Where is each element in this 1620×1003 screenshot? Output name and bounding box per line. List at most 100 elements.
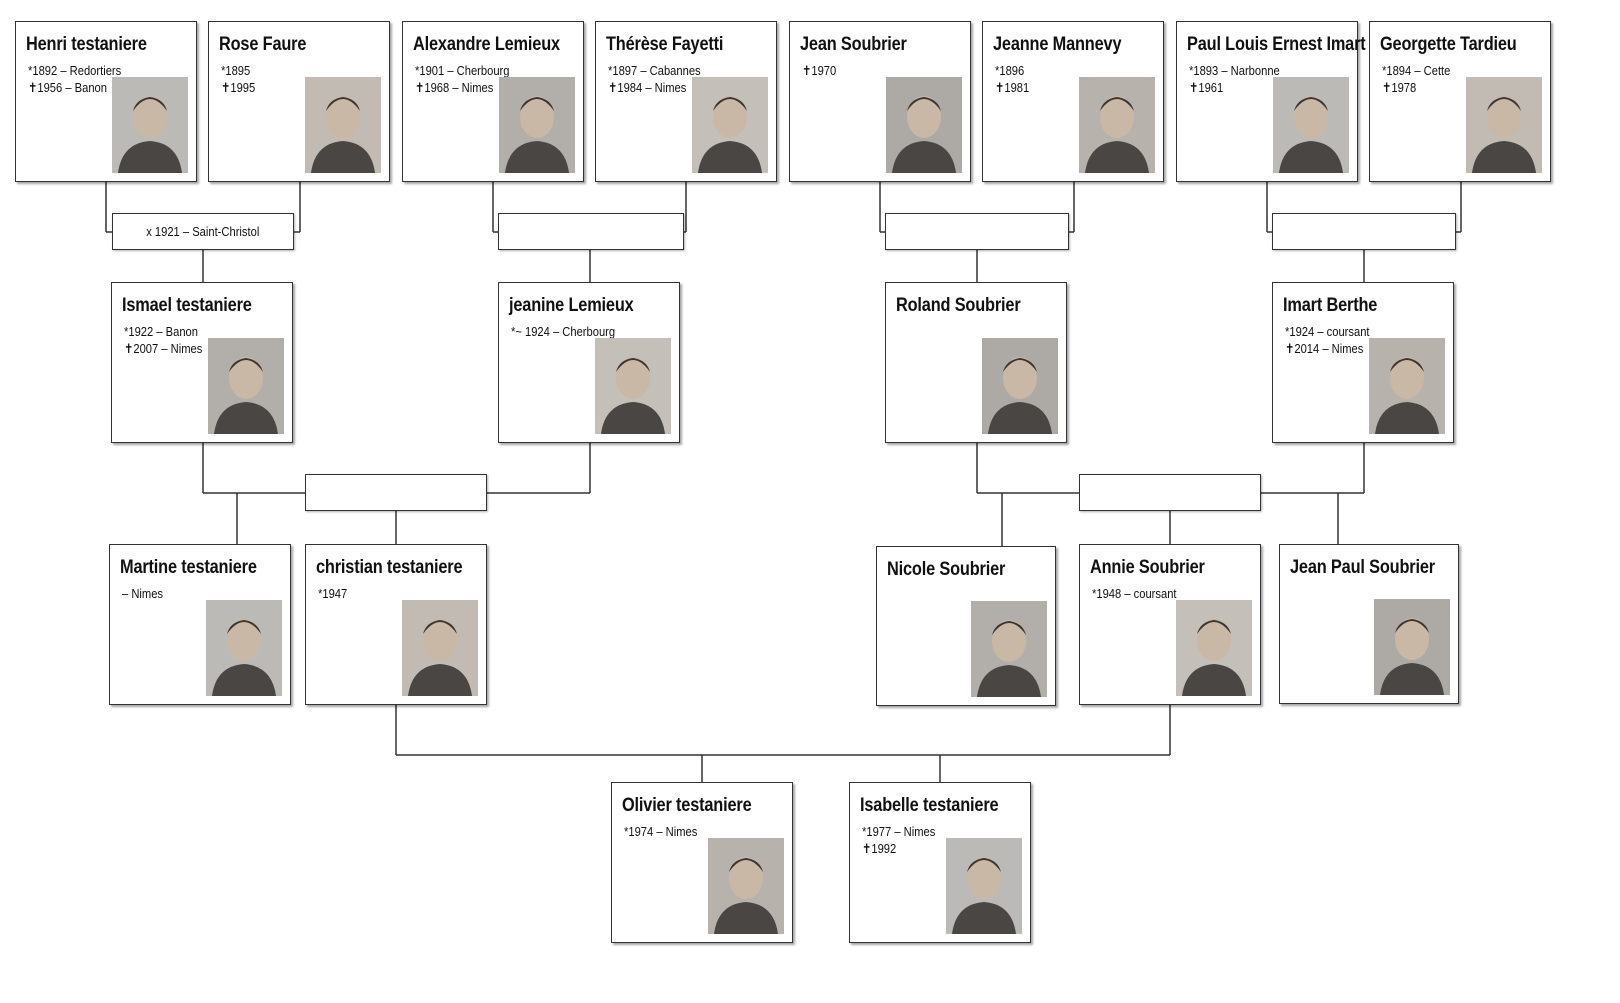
portrait-photo-icon xyxy=(708,838,784,934)
marriage-box xyxy=(885,213,1069,250)
person-dates: *1922 – Banon✝2007 – Nimes xyxy=(124,323,215,357)
person-date-line: *1892 – Redortiers xyxy=(28,63,122,78)
person-date-line: *1974 – Nimes xyxy=(624,824,698,839)
person-date-line: ✝2014 – Nimes xyxy=(1285,341,1364,356)
portrait-photo-icon xyxy=(1273,77,1349,173)
person-card-paul[interactable]: Paul Louis Ernest Imart *1893 – Narbonne ✝… xyxy=(1176,21,1366,182)
person-card-jean[interactable]: Jean Soubrier✝1970 xyxy=(789,21,971,182)
person-dates: *1896 ✝1981 xyxy=(995,62,1035,96)
person-name: Martine testaniere xyxy=(120,557,257,578)
portrait-photo-icon xyxy=(1374,599,1450,695)
portrait-photo-icon xyxy=(499,77,575,173)
person-card-isabelle[interactable]: Isabelle testaniere *1977 – Nimes✝1992 xyxy=(849,782,1031,943)
person-dates: *1977 – Nimes✝1992 xyxy=(862,823,947,857)
person-dates: – Nimes xyxy=(122,585,170,602)
person-date-line: ✝2007 – Nimes xyxy=(124,341,203,356)
person-name: Nicole Soubrier xyxy=(887,559,1006,580)
person-dates: *1894 – Cette ✝1978 xyxy=(1382,62,1462,96)
portrait-photo-icon xyxy=(1369,338,1445,434)
person-name: Annie Soubrier xyxy=(1090,557,1205,578)
person-name: Rose Faure xyxy=(219,34,307,55)
person-date-line: *1894 – Cette xyxy=(1382,63,1451,78)
person-dates: *1924 – coursant ✝2014 – Nimes xyxy=(1285,323,1383,357)
person-dates: *~ 1924 – Cherbourg xyxy=(511,323,632,340)
person-card-georgette[interactable]: Georgette Tardieu *1894 – Cette ✝1978 xyxy=(1369,21,1551,182)
marriage-box xyxy=(305,474,487,511)
person-dates: *1893 – Narbonne ✝1961 xyxy=(1189,62,1295,96)
person-card-christian[interactable]: christian testaniere *1947 xyxy=(305,544,487,705)
person-name: Isabelle testaniere xyxy=(860,795,999,816)
person-card-nicole[interactable]: Nicole Soubrier xyxy=(876,546,1056,706)
person-name: Imart Berthe xyxy=(1283,295,1378,316)
marriage-box xyxy=(1079,474,1261,511)
person-date-line: ✝1968 – Nimes xyxy=(415,80,494,95)
portrait-photo-icon xyxy=(946,838,1022,934)
person-date-line: *1893 – Narbonne xyxy=(1189,63,1280,78)
person-date-line: *1896 xyxy=(995,63,1025,78)
person-card-jeanpaul[interactable]: Jean Paul Soubrier xyxy=(1279,544,1459,704)
person-name: Georgette Tardieu xyxy=(1380,34,1517,55)
person-dates: *1948 – coursant xyxy=(1092,585,1190,602)
person-card-henri[interactable]: Henri testaniere *1892 – Redortiers ✝1956 … xyxy=(15,21,197,182)
person-card-jeanine[interactable]: jeanine Lemieux *~ 1924 – Cherbourg xyxy=(498,282,680,443)
person-dates: ✝1970 xyxy=(802,62,842,79)
person-date-line: *~ 1924 – Cherbourg xyxy=(511,324,616,339)
person-name: Olivier testaniere xyxy=(622,795,752,816)
marriage-box xyxy=(498,213,684,250)
portrait-photo-icon xyxy=(1079,77,1155,173)
person-card-martine[interactable]: Martine testaniere – Nimes xyxy=(109,544,291,705)
person-name: jeanine Lemieux xyxy=(509,295,634,316)
person-date-line: ✝1956 – Banon xyxy=(28,80,107,95)
person-name: Alexandre Lemieux xyxy=(413,34,560,55)
portrait-photo-icon xyxy=(206,600,282,696)
person-date-line: *1924 – coursant xyxy=(1285,324,1370,339)
marriage-box xyxy=(1272,213,1456,250)
portrait-photo-icon xyxy=(208,338,284,434)
person-dates: *1897 – Cabannes ✝1984 – Nimes xyxy=(608,62,716,96)
person-card-imart[interactable]: Imart Berthe *1924 – coursant ✝2014 – Nime… xyxy=(1272,282,1454,443)
person-date-line: *1948 – coursant xyxy=(1092,586,1177,601)
portrait-photo-icon xyxy=(692,77,768,173)
person-card-therese[interactable]: Thérèse Fayetti*1897 – Cabannes✝1984 – N… xyxy=(595,21,777,182)
portrait-photo-icon xyxy=(402,600,478,696)
portrait-photo-icon xyxy=(1466,77,1542,173)
person-date-line: ✝1961 xyxy=(1189,80,1224,95)
person-dates: *1895✝1995 xyxy=(221,62,261,96)
person-card-roland[interactable]: Roland Soubrier xyxy=(885,282,1067,443)
person-dates: *1947 xyxy=(318,585,352,602)
person-date-line: *1895 xyxy=(221,63,251,78)
person-name: Roland Soubrier xyxy=(896,295,1021,316)
person-date-line: ✝1970 xyxy=(802,63,837,78)
portrait-photo-icon xyxy=(971,601,1047,697)
person-card-jeanne[interactable]: Jeanne Mannevy *1896 ✝1981 xyxy=(982,21,1164,182)
portrait-photo-icon xyxy=(112,77,188,173)
person-date-line: *1901 – Cherbourg xyxy=(415,63,510,78)
person-name: Ismael testaniere xyxy=(122,295,252,316)
person-date-line: – Nimes xyxy=(122,586,164,601)
portrait-photo-icon xyxy=(982,338,1058,434)
person-date-line: ✝1984 – Nimes xyxy=(608,80,687,95)
person-card-ismael[interactable]: Ismael testaniere *1922 – Banon✝2007 – Ni… xyxy=(111,282,293,443)
person-name: Jeanne Mannevy xyxy=(993,34,1122,55)
person-date-line: ✝1978 xyxy=(1382,80,1417,95)
marriage-box: x 1921 – Saint-Christol xyxy=(112,213,294,250)
person-date-line: *1947 xyxy=(318,586,348,601)
person-date-line: ✝1981 xyxy=(995,80,1030,95)
person-card-rose[interactable]: Rose Faure *1895✝1995 xyxy=(208,21,390,182)
portrait-photo-icon xyxy=(595,338,671,434)
person-date-line: *1977 – Nimes xyxy=(862,824,936,839)
person-dates: *1892 – Redortiers ✝1956 – Banon xyxy=(28,62,136,96)
portrait-photo-icon xyxy=(305,77,381,173)
person-card-olivier[interactable]: Olivier testaniere *1974 – Nimes xyxy=(611,782,793,943)
person-card-annie[interactable]: Annie Soubrier *1948 – coursant xyxy=(1079,544,1261,705)
person-name: Henri testaniere xyxy=(26,34,147,55)
person-date-line: *1897 – Cabannes xyxy=(608,63,701,78)
person-dates: *1974 – Nimes xyxy=(624,823,709,840)
portrait-photo-icon xyxy=(886,77,962,173)
person-card-alexandre[interactable]: Alexandre Lemieux *1901 – Cherbourg ✝1968 … xyxy=(402,21,584,182)
person-name: Paul Louis Ernest Imart xyxy=(1187,34,1366,55)
person-name: Jean Paul Soubrier xyxy=(1290,557,1435,578)
person-name: christian testaniere xyxy=(316,557,463,578)
